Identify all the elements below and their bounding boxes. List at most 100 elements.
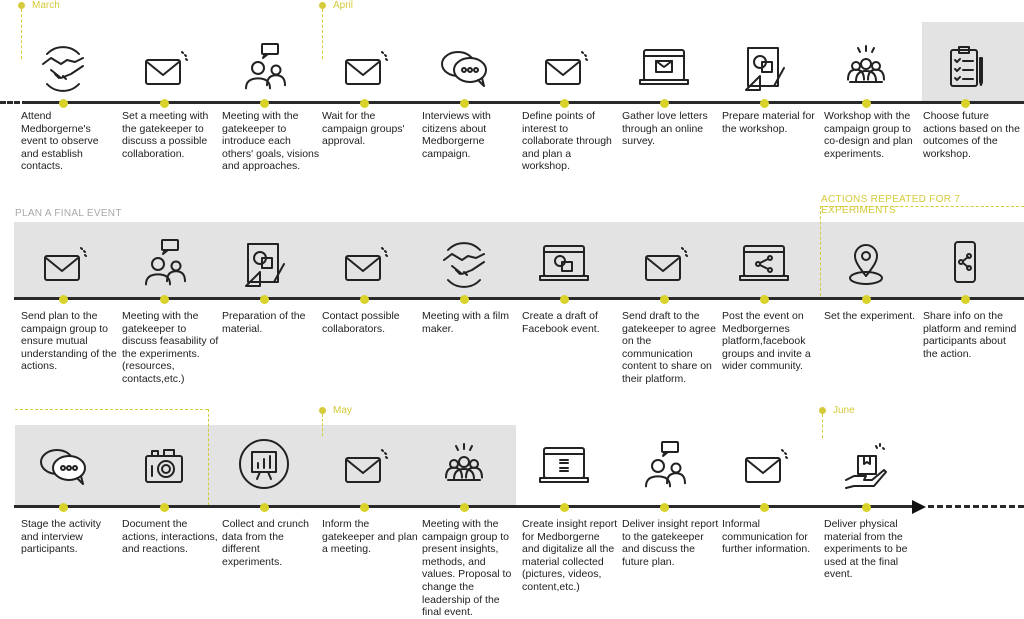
timeline-arrow-head	[912, 500, 926, 514]
step-description: Workshop with the campaign group to co-d…	[824, 110, 913, 160]
hand-package-icon	[836, 436, 896, 496]
envelope-icon	[734, 436, 794, 496]
chat-bubbles-icon	[33, 436, 93, 496]
month-label: March	[32, 0, 60, 11]
step-description: Contact possible collaborators.	[322, 310, 400, 335]
timeline-dot	[659, 503, 669, 512]
step-description: Document the actions, interactions, and …	[122, 518, 218, 556]
clipboard-checklist-icon	[935, 38, 995, 98]
month-guide-line	[322, 414, 323, 436]
step-description: Share info on the platform and remind pa…	[923, 310, 1017, 360]
people-chat-icon	[234, 38, 294, 98]
timeline-dot	[58, 99, 68, 108]
repeated-bracket-side	[820, 206, 821, 296]
step-description: Wait for the campaign groups' approval.	[322, 110, 405, 148]
step-description: Attend Medborgerne's event to observe an…	[21, 110, 99, 173]
timeline-dot	[861, 295, 871, 304]
envelope-icon	[534, 38, 594, 98]
timeline-dot	[960, 295, 970, 304]
month-label: June	[833, 405, 855, 416]
month-guide-line	[822, 414, 823, 438]
timeline-dot	[159, 99, 169, 108]
timeline-dot	[459, 99, 469, 108]
timeline-dot	[861, 503, 871, 512]
month-dot	[819, 407, 826, 414]
experiments-bracket-top	[15, 409, 208, 410]
timeline-row1	[22, 101, 1024, 104]
people-chat-icon	[134, 234, 194, 294]
month-label: May	[333, 405, 352, 416]
step-description: Set the experiment.	[824, 310, 916, 322]
timeline-dot	[559, 99, 569, 108]
timeline-dot	[659, 295, 669, 304]
timeline-dot	[359, 503, 369, 512]
step-description: Send plan to the campaign group to ensur…	[21, 310, 117, 373]
laptop-envelope-icon	[634, 38, 694, 98]
envelope-icon	[334, 234, 394, 294]
camera-icon	[134, 436, 194, 496]
timeline-dot	[759, 99, 769, 108]
step-description: Prepare material for the workshop.	[722, 110, 815, 135]
month-guide-line	[322, 9, 323, 59]
phone-share-icon	[935, 234, 995, 294]
envelope-icon	[334, 38, 394, 98]
envelope-icon	[134, 38, 194, 98]
presentation-chart-icon	[234, 436, 294, 496]
timeline-dot	[759, 503, 769, 512]
group-icon	[434, 436, 494, 496]
month-dot	[319, 2, 326, 9]
timeline-dot	[459, 295, 469, 304]
plan-final-event-label: PLAN A FINAL EVENT	[15, 208, 122, 219]
step-description: Informal communication for further infor…	[722, 518, 811, 556]
envelope-icon	[33, 234, 93, 294]
laptop-share-icon	[734, 234, 794, 294]
laptop-design-icon	[534, 234, 594, 294]
month-dot	[319, 407, 326, 414]
step-description: Meeting with the gatekeeper to introduce…	[222, 110, 320, 173]
location-pin-icon	[836, 234, 896, 294]
timeline-dot	[861, 99, 871, 108]
step-description: Stage the activity and interview partici…	[21, 518, 101, 556]
design-tools-icon	[734, 38, 794, 98]
step-description: Create insight report for Medborgerne an…	[522, 518, 618, 593]
month-dot	[18, 2, 25, 9]
timeline-dot	[58, 503, 68, 512]
timeline-start-dash	[0, 101, 20, 104]
timeline-dot	[259, 99, 269, 108]
timeline-dot	[159, 295, 169, 304]
timeline-dot	[259, 503, 269, 512]
group-icon	[836, 38, 896, 98]
chat-bubbles-icon	[434, 38, 494, 98]
step-description: Inform the gatekeeper and plan a meeting…	[322, 518, 418, 556]
timeline-dot	[960, 99, 970, 108]
laptop-report-icon	[534, 436, 594, 496]
timeline-dot	[259, 295, 269, 304]
month-label: April	[333, 0, 354, 11]
handshake-icon	[33, 38, 93, 98]
timeline-dot	[459, 503, 469, 512]
timeline-dot	[659, 99, 669, 108]
step-description: Meeting with the gatekeeper to discuss f…	[122, 310, 219, 385]
step-description: Gather love letters through an online su…	[622, 110, 708, 148]
timeline-dot	[559, 503, 569, 512]
timeline-dot	[359, 99, 369, 108]
step-description: Preparation of the material.	[222, 310, 306, 335]
timeline-dot	[759, 295, 769, 304]
design-tools-icon	[234, 234, 294, 294]
month-guide-line	[21, 9, 22, 59]
step-description: Choose future actions based on the outco…	[923, 110, 1020, 160]
step-description: Deliver physical material from the exper…	[824, 518, 908, 581]
repeated-actions-label: ACTIONS REPEATED FOR 7 EXPERIMENTS	[821, 194, 961, 216]
step-description: Deliver insight report to the gatekeeper…	[622, 518, 719, 568]
repeated-bracket-top	[820, 206, 1024, 207]
step-description: Create a draft of Facebook event.	[522, 310, 600, 335]
timeline-dot	[559, 295, 569, 304]
step-description: Post the event on Medborgernes platform,…	[722, 310, 811, 373]
timeline-row2	[14, 297, 1024, 300]
timeline-dot	[359, 295, 369, 304]
step-description: Define points of interest to collaborate…	[522, 110, 612, 173]
envelope-icon	[634, 234, 694, 294]
step-description: Set a meeting with the gatekeeper to dis…	[122, 110, 209, 160]
experiments-band	[15, 425, 516, 505]
timeline-dot	[58, 295, 68, 304]
